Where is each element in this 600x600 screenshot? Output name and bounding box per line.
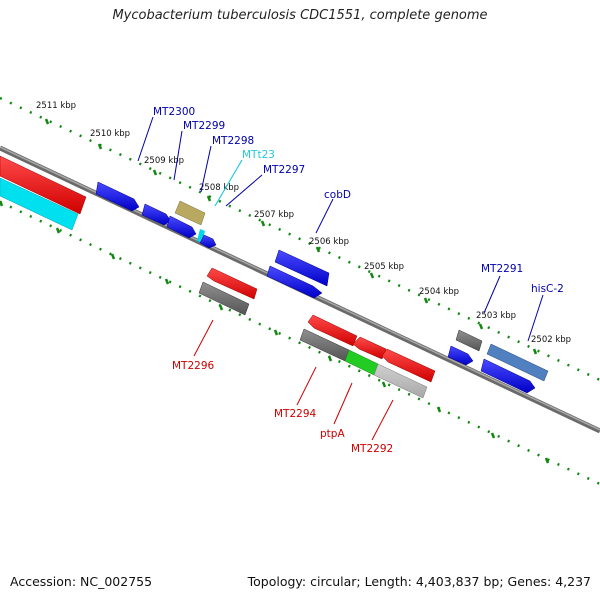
label-cobD: cobD: [324, 189, 351, 201]
label-hisC-2: hisC-2: [531, 283, 564, 295]
tick-label: 2511 kbp: [36, 101, 76, 111]
label-MT2292: MT2292: [351, 443, 393, 455]
edge-feature-cyan: [0, 177, 79, 231]
inner-scale-ring: [0, 200, 600, 486]
label-MT2297: MT2297: [263, 164, 305, 176]
gene-MT2299: [141, 203, 172, 226]
label-MT2298: MT2298: [212, 135, 254, 147]
tick-label: 2508 kbp: [199, 183, 239, 193]
accession-text: Accession: NC_002755: [10, 574, 153, 589]
tick-label: 2504 kbp: [419, 287, 459, 297]
gene-red-b: [352, 336, 387, 360]
gene-MT2296: [198, 281, 250, 316]
leader-lines: [137, 116, 544, 441]
gene-hisC-2-b: [480, 358, 536, 394]
gene-MT2291: [447, 345, 474, 366]
outer-ticks: [44, 118, 538, 355]
genome-summary: Topology: circular; Length: 4,403,837 bp…: [247, 574, 591, 589]
forward-features: [95, 181, 549, 394]
gene-MT2298: [166, 215, 197, 239]
label-MTt23: MTt23: [242, 149, 275, 161]
label-MT2300: MT2300: [153, 106, 195, 118]
label-MT2294: MT2294: [274, 408, 317, 420]
gene-MT2300: [95, 181, 140, 212]
trna-MTt23: [197, 229, 205, 243]
gene-red-c: [381, 348, 436, 383]
misc-feature: [174, 200, 206, 226]
label-ptpA: ptpA: [320, 428, 345, 440]
gene-MT2296-red: [206, 267, 258, 300]
label-MT2296: MT2296: [172, 360, 215, 372]
reverse-features: [198, 267, 436, 399]
gene-MT2297: [199, 234, 217, 249]
gene-MT2291-gray: [455, 329, 483, 352]
label-MT2299: MT2299: [183, 120, 225, 132]
gene-cobD-1: [274, 249, 330, 287]
tick-label: 2507 kbp: [254, 210, 294, 220]
tick-label: 2509 kbp: [144, 156, 184, 166]
gene-hisC-2: [486, 343, 549, 382]
tick-label: 2505 kbp: [364, 262, 404, 272]
label-MT2291: MT2291: [481, 263, 523, 275]
inner-ticks: [0, 200, 550, 464]
tick-label: 2502 kbp: [531, 335, 571, 345]
gene-MT2292: [373, 363, 428, 399]
edge-feature-red: [0, 155, 87, 215]
outer-scale-ring: [0, 96, 600, 382]
tick-label: 2510 kbp: [90, 129, 130, 139]
tick-label: 2503 kbp: [476, 311, 516, 321]
tick-label: 2506 kbp: [309, 237, 349, 247]
gene-cobD-2: [266, 265, 323, 299]
gene-red-a: [307, 314, 358, 347]
map-title: Mycobacterium tuberculosis CDC1551, comp…: [112, 8, 488, 23]
